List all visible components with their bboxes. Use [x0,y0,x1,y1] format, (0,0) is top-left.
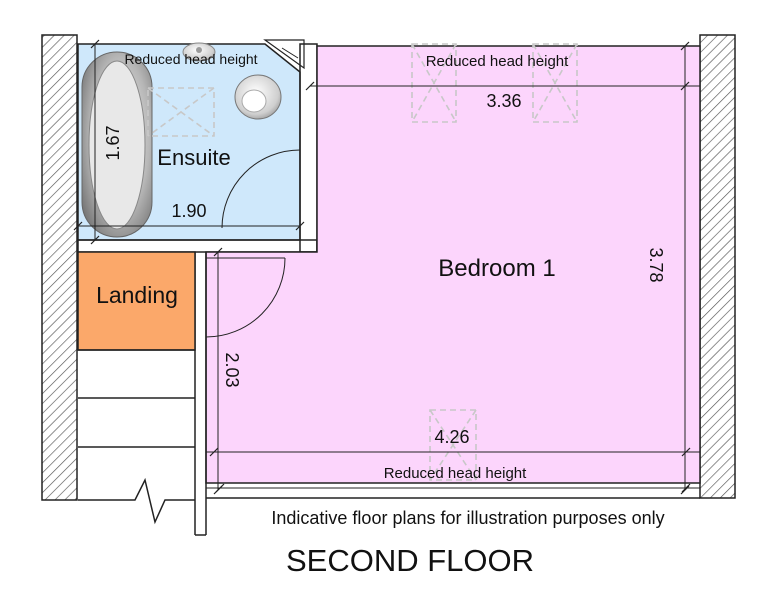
bedroom-label: Bedroom 1 [438,255,555,282]
bedroom-note-top: Reduced head height [426,53,569,70]
disclaimer-text: Indicative floor plans for illustration … [271,508,664,528]
bedroom-dim-left: 2.03 [222,352,242,387]
ensuite-corner-wall [263,39,305,70]
landing-room [77,251,196,351]
staircase-icon [78,349,195,525]
ensuite-bottom-wall [77,239,318,253]
ensuite-right-wall [299,43,318,253]
ensuite-corner-line [281,47,299,59]
ensuite-dim-width: 1.90 [171,201,206,221]
basin-icon [182,42,216,62]
bathtub-icon [81,51,153,238]
right-wall [699,34,736,499]
left-wall [41,34,78,501]
ensuite-door [221,149,301,229]
floor-title: SECOND FLOOR [286,543,534,578]
ensuite-note: Reduced head height [124,51,257,67]
dimension-lines [73,39,700,495]
skylight-bedroom-left-icon [411,43,457,123]
bedroom-dim-right: 3.78 [646,247,666,282]
skylight-bedroom-right-icon [532,43,578,123]
skylight-ensuite-icon [147,87,215,137]
toilet-icon [234,74,282,120]
ensuite-dim-height: 1.67 [103,125,123,160]
bedroom-dim-top: 3.36 [486,91,521,111]
landing-label: Landing [96,282,178,308]
bedroom-door [205,257,286,338]
ensuite-label: Ensuite [157,145,230,170]
skylight-bedroom-bottom-icon [429,409,477,481]
bedroom-note-bottom: Reduced head height [384,465,527,482]
bedroom-dim-bottom: 4.26 [434,427,469,447]
